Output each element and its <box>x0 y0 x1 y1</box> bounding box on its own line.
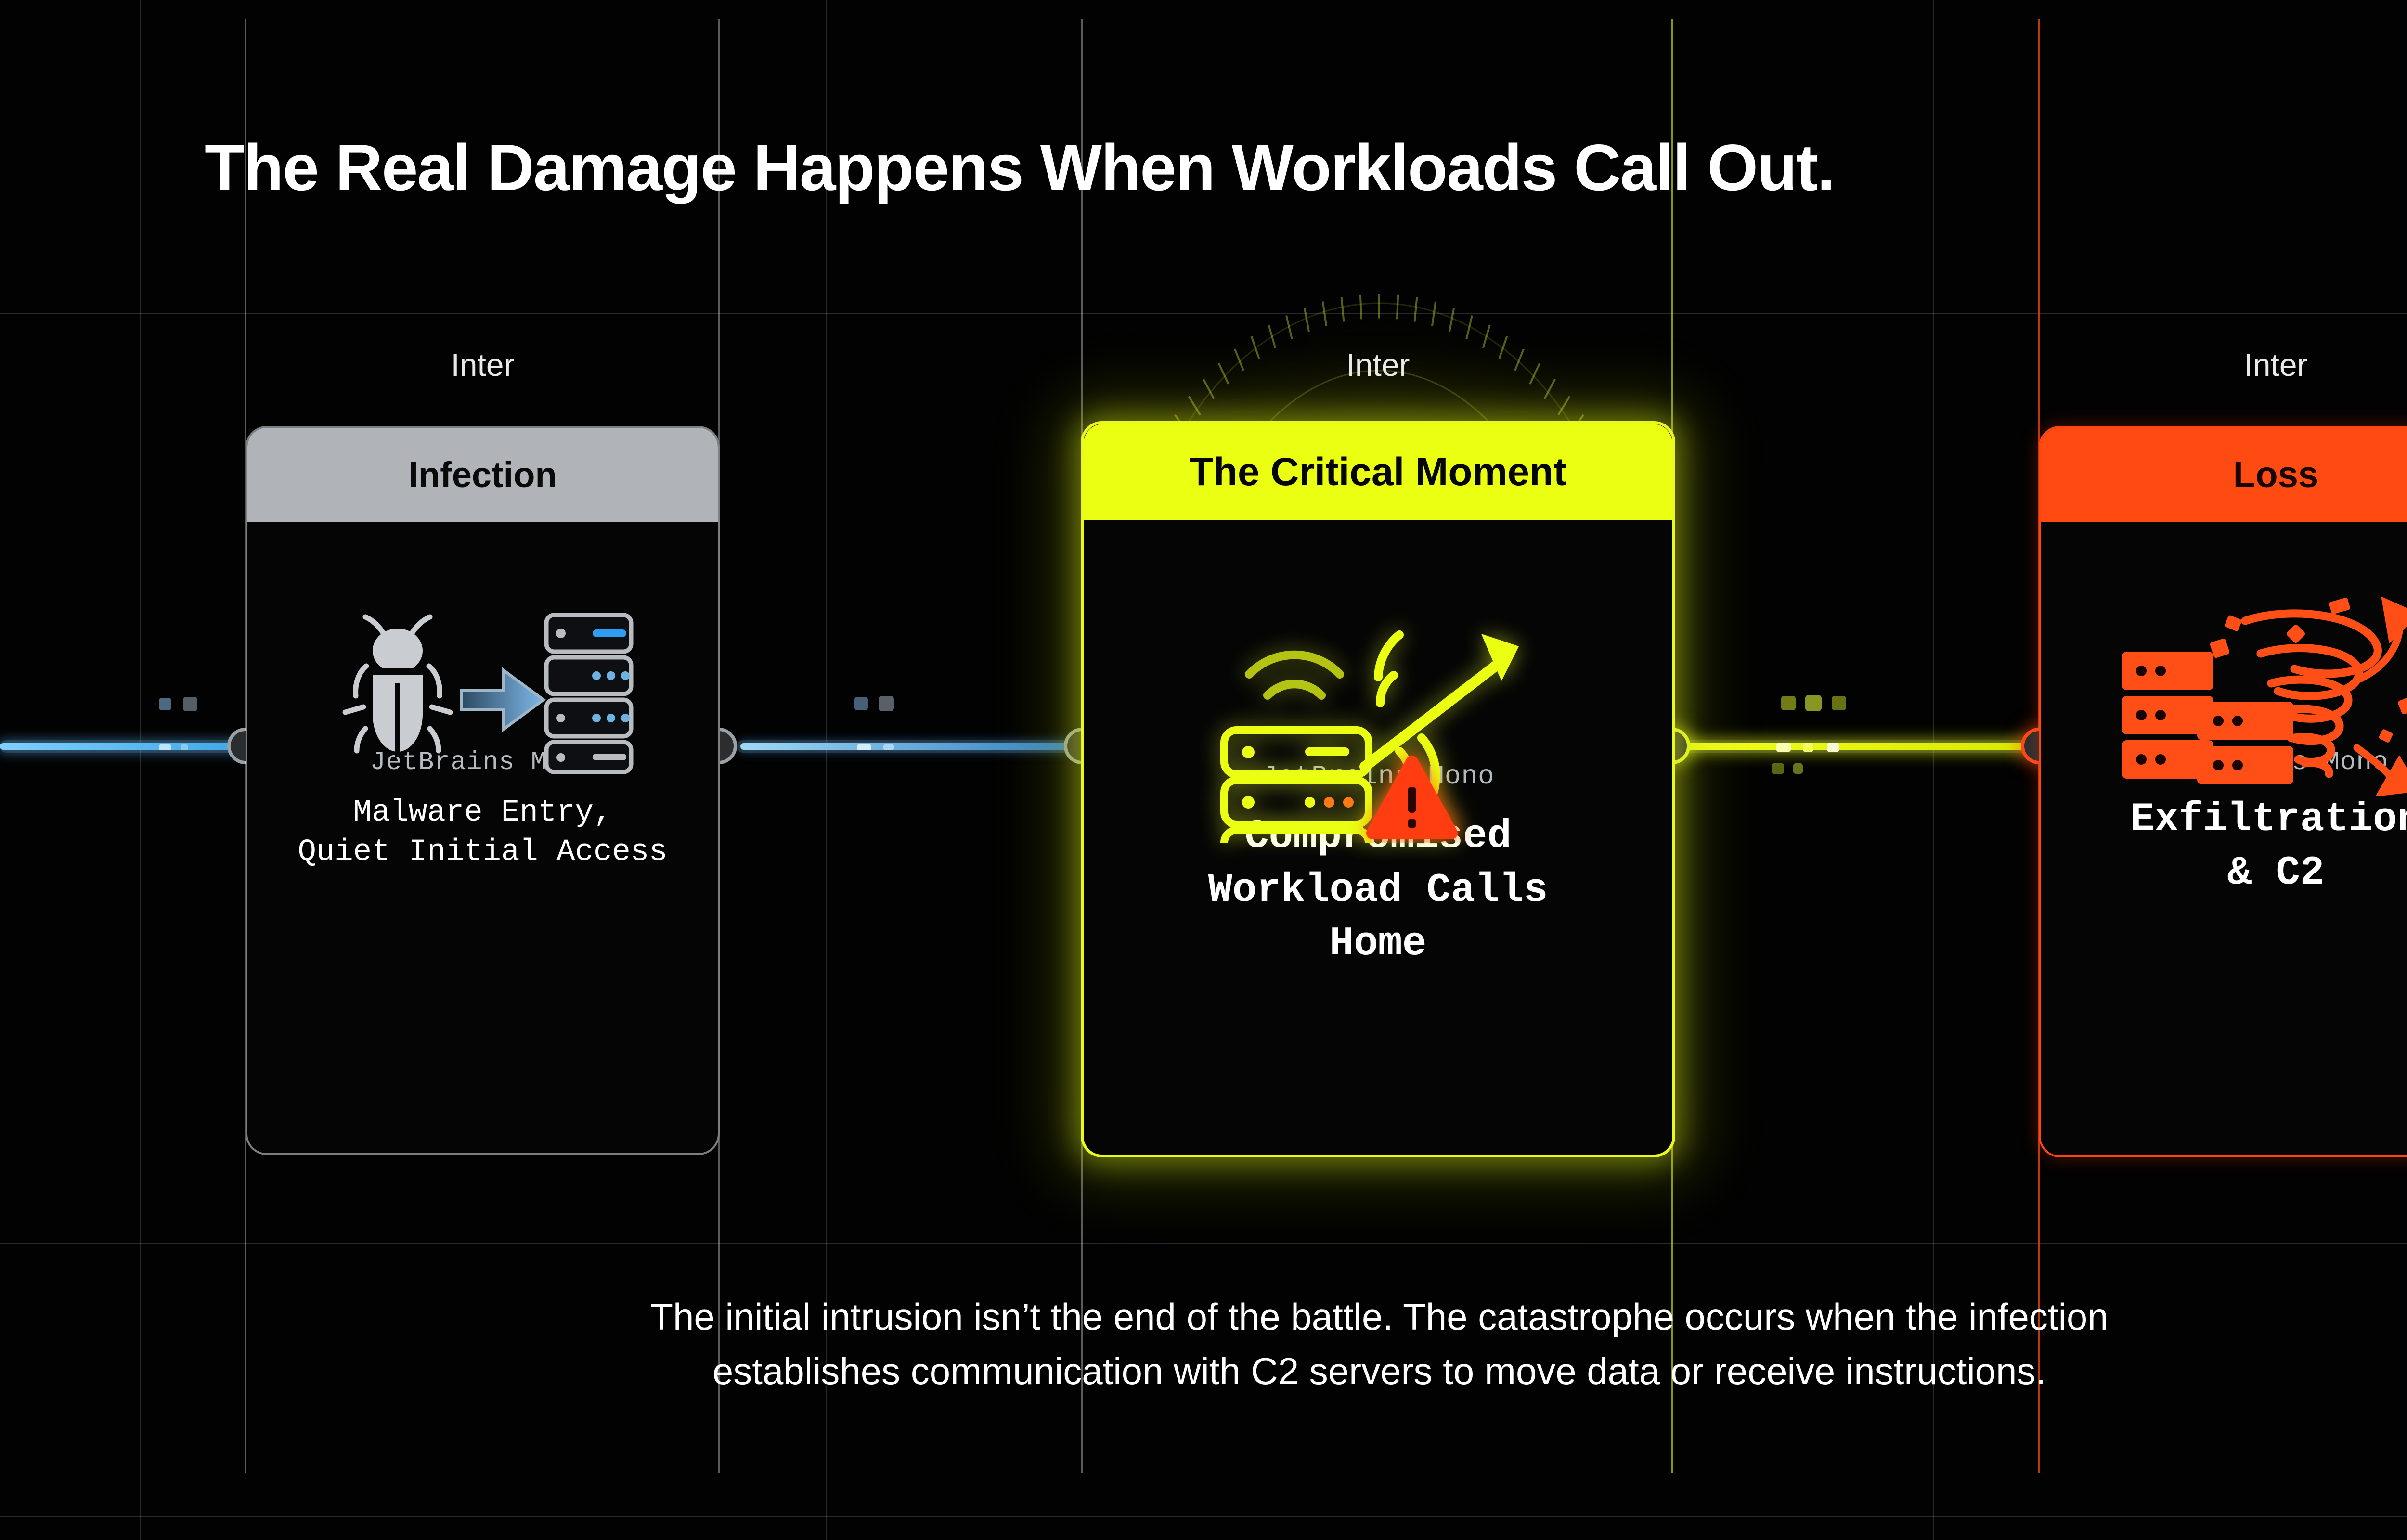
data-packet <box>1803 743 1813 752</box>
bug-to-server-icon <box>247 594 718 777</box>
font-label-infection: Inter <box>451 347 515 383</box>
font-label-critical: Inter <box>1346 347 1410 383</box>
description-line: Exfiltration <box>2130 797 2407 843</box>
servers-tornado-exfil-icon <box>2041 594 2407 796</box>
caption-line: establishes communication with C2 server… <box>712 1350 2046 1393</box>
grid-line-horizontal <box>0 1516 2407 1517</box>
telemetry-glyph <box>854 697 868 710</box>
node-stem <box>245 19 246 731</box>
data-packet <box>181 744 188 750</box>
telemetry-glyph <box>1805 695 1822 711</box>
data-packet <box>857 744 871 750</box>
stage-card-loss[interactable]: Loss <box>2039 426 2407 1157</box>
caption-line: The initial intrusion isn’t the end of t… <box>650 1296 2109 1338</box>
data-packet <box>1776 743 1791 752</box>
telemetry-glyph <box>1793 763 1803 774</box>
flow-segment-critical-to-loss <box>1670 743 2046 750</box>
description-line: Quiet Initial Access <box>298 834 668 870</box>
description-line: Malware Entry, <box>353 796 612 830</box>
telemetry-glyph <box>1781 696 1796 710</box>
flow-segment-inbound <box>0 743 246 750</box>
stage-description-loss: Exfiltration & C2 <box>2012 794 2407 900</box>
stage-header-loss: Loss <box>2041 428 2407 522</box>
description-line: Workload Calls <box>1208 867 1548 913</box>
stage-header-infection: Infection <box>247 428 718 522</box>
stage-header-critical: The Critical Moment <box>1084 424 1672 520</box>
data-packet <box>1827 743 1839 752</box>
telemetry-glyph <box>879 696 894 711</box>
data-packet <box>883 744 894 750</box>
grid-line-horizontal <box>0 1243 2407 1244</box>
description-line: Home <box>1329 921 1427 967</box>
stage-card-infection[interactable]: Infection <box>246 426 720 1155</box>
server-beacon-alert-icon <box>1084 592 1672 843</box>
stage-body-critical: JetBrains Mono Compromised Workload Call… <box>1084 520 1672 1155</box>
flow-segment-infection-to-critical <box>740 743 1080 750</box>
telemetry-glyph <box>1832 696 1846 710</box>
grid-line-horizontal <box>0 313 2407 314</box>
data-packet <box>159 744 171 750</box>
stage-description-infection: Malware Entry, Quiet Initial Access <box>298 794 667 873</box>
stage-card-critical[interactable]: The Critical Moment <box>1081 421 1675 1157</box>
flow-track <box>0 695 2407 774</box>
telemetry-glyph <box>159 698 171 710</box>
stage-body-infection: JetBrains Mono Malware Entry, Quiet Init… <box>247 522 718 1153</box>
node-stem <box>718 19 720 731</box>
grid-line-vertical <box>140 0 141 1540</box>
node-stem <box>2038 19 2040 731</box>
telemetry-glyph <box>1772 763 1784 774</box>
telemetry-glyph <box>183 697 197 711</box>
page-title: The Real Damage Happens When Workloads C… <box>205 131 1835 204</box>
font-label-loss: Inter <box>2244 347 2308 383</box>
stage-body-loss: JetBrains Mono Exfiltration & C2 <box>2041 522 2407 1155</box>
description-line: & C2 <box>2227 850 2325 896</box>
page-caption: The initial intrusion isn’t the end of t… <box>144 1290 2407 1399</box>
